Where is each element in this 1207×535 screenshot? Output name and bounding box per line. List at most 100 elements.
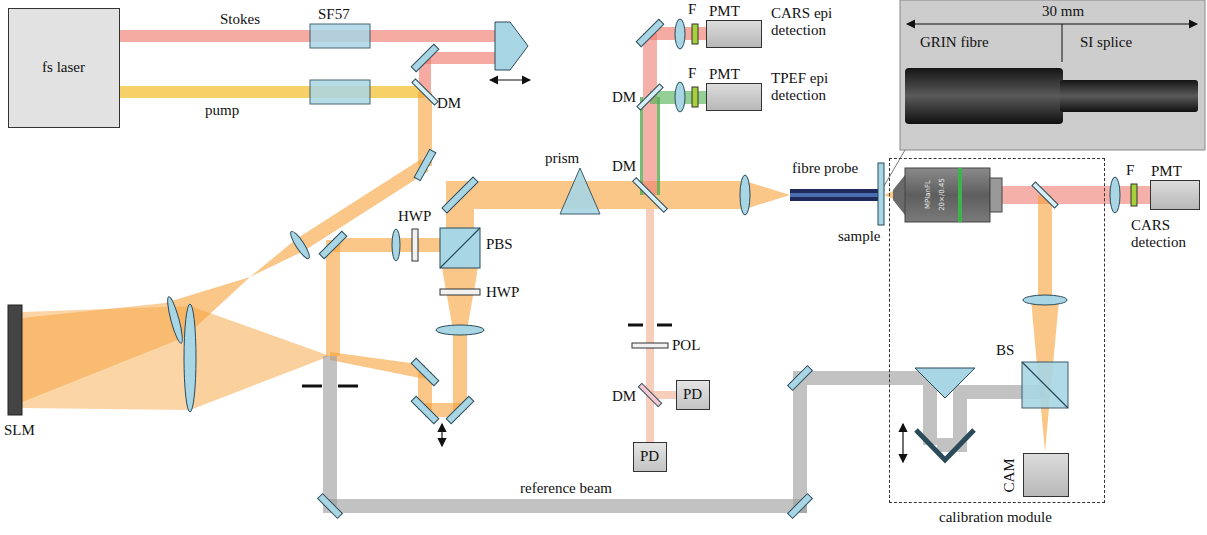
mirror	[319, 231, 347, 259]
mirror	[442, 177, 478, 213]
node-label: GRIN fibre	[920, 34, 989, 51]
lens	[675, 82, 685, 112]
component-label: PBS	[486, 236, 513, 253]
lens	[1110, 177, 1120, 213]
node-label: fs laser	[42, 59, 85, 76]
node-label: CAM	[1001, 458, 1018, 492]
node-label: PMT	[709, 66, 740, 83]
component-label: POL	[672, 337, 700, 354]
cars-forward-beam	[1000, 186, 1150, 204]
shaped-beam	[190, 306, 330, 410]
component-label: DM	[612, 158, 636, 175]
component-label: F	[1126, 162, 1134, 179]
component-label: fibre probe	[792, 160, 858, 177]
component-label: HWP	[398, 208, 431, 225]
node-label: SI splice	[1080, 34, 1132, 51]
splitter-diagonal	[440, 228, 480, 268]
component-label: DM	[612, 89, 636, 106]
lens	[1023, 295, 1067, 305]
monitor-beam	[646, 395, 654, 442]
node-label: PD	[683, 386, 702, 403]
reference-beam	[323, 499, 807, 513]
epi-signal-beam	[643, 33, 657, 195]
component-label: F	[688, 1, 696, 18]
reference-beam	[323, 356, 337, 506]
aperture	[628, 324, 643, 327]
inset-ground	[900, 0, 1205, 150]
fibre-core	[790, 193, 878, 197]
component-label: reference beam	[520, 480, 612, 497]
aperture	[302, 385, 322, 388]
dimension-tick	[1062, 24, 1063, 62]
aperture	[338, 385, 358, 388]
dichroic-mirror	[637, 84, 663, 110]
reference-beam	[807, 371, 937, 385]
component-label: HWP	[486, 284, 519, 301]
aperture	[657, 324, 672, 327]
half-wave-plate	[440, 289, 480, 295]
node-label: PD	[640, 448, 659, 465]
objective-band	[958, 168, 962, 222]
component-label: F	[688, 65, 696, 82]
shaped-beam	[442, 268, 478, 330]
objective	[905, 168, 990, 222]
node-label: calibration module	[939, 509, 1052, 526]
translation-arrow	[441, 424, 442, 446]
polarizing-beam-splitter	[440, 228, 480, 268]
splitter-diagonal	[1022, 362, 1068, 408]
objective-marking: MPlanFL	[924, 180, 933, 209]
lens	[436, 325, 484, 335]
sample-slide	[878, 163, 884, 225]
pmt-detector: PMTTPEF epi detection	[706, 83, 762, 111]
node-label: PMT	[709, 3, 740, 20]
node-label: PMT	[1151, 163, 1182, 180]
component-label: Stokes	[220, 11, 260, 28]
objective-marking: 20×/0.45	[938, 178, 947, 211]
component-label: SLM	[4, 422, 35, 439]
shaped-beam	[745, 181, 790, 209]
shaped-beam	[474, 181, 745, 209]
camera: CAM	[1023, 453, 1069, 497]
tpef-beam	[640, 97, 643, 195]
slm	[8, 305, 22, 415]
mirror	[318, 494, 343, 519]
shaped-beam	[330, 352, 425, 379]
mirror	[411, 44, 439, 72]
tpef-beam	[657, 97, 660, 195]
translation-arrow	[902, 424, 903, 462]
half-wave-plate	[412, 229, 418, 261]
grin-fibre-image	[905, 68, 1063, 124]
monitor-beam	[646, 209, 654, 395]
mirror	[446, 396, 474, 424]
photodiode: PD	[633, 442, 667, 472]
dichroic-mirror	[1032, 182, 1058, 208]
component-label: SF57	[318, 6, 350, 23]
lens	[740, 175, 750, 215]
prism	[915, 368, 975, 398]
lens	[165, 296, 185, 344]
node-label: 30 mm	[1042, 3, 1084, 20]
mirror	[788, 494, 813, 519]
glass-block	[310, 24, 370, 48]
pmt-detector: PMTCARS detection	[1150, 180, 1200, 210]
lens	[392, 229, 400, 261]
translation-arrow	[490, 79, 530, 80]
mirror	[414, 149, 436, 180]
fibre-probe	[790, 189, 878, 201]
shaped-beam	[22, 306, 190, 410]
mirror	[411, 358, 439, 386]
component-label: DM	[612, 388, 636, 405]
shaped-beam	[333, 238, 440, 252]
node-label: TPEF epi detection	[771, 70, 853, 104]
image-inset: 30 mm GRIN fibre SI splice	[900, 0, 1205, 150]
laser-box: fs laser	[8, 8, 120, 128]
node-label: CARS epi detection	[771, 5, 849, 39]
combined-beam	[296, 159, 429, 251]
dichroic-mirror	[638, 383, 661, 406]
objective-mount	[990, 178, 1002, 212]
pmt-detector: PMTCARS epi detection	[706, 20, 762, 48]
photodiode: PD	[676, 380, 710, 410]
calibration-beam	[1038, 195, 1052, 300]
roof-mirror	[916, 430, 974, 460]
